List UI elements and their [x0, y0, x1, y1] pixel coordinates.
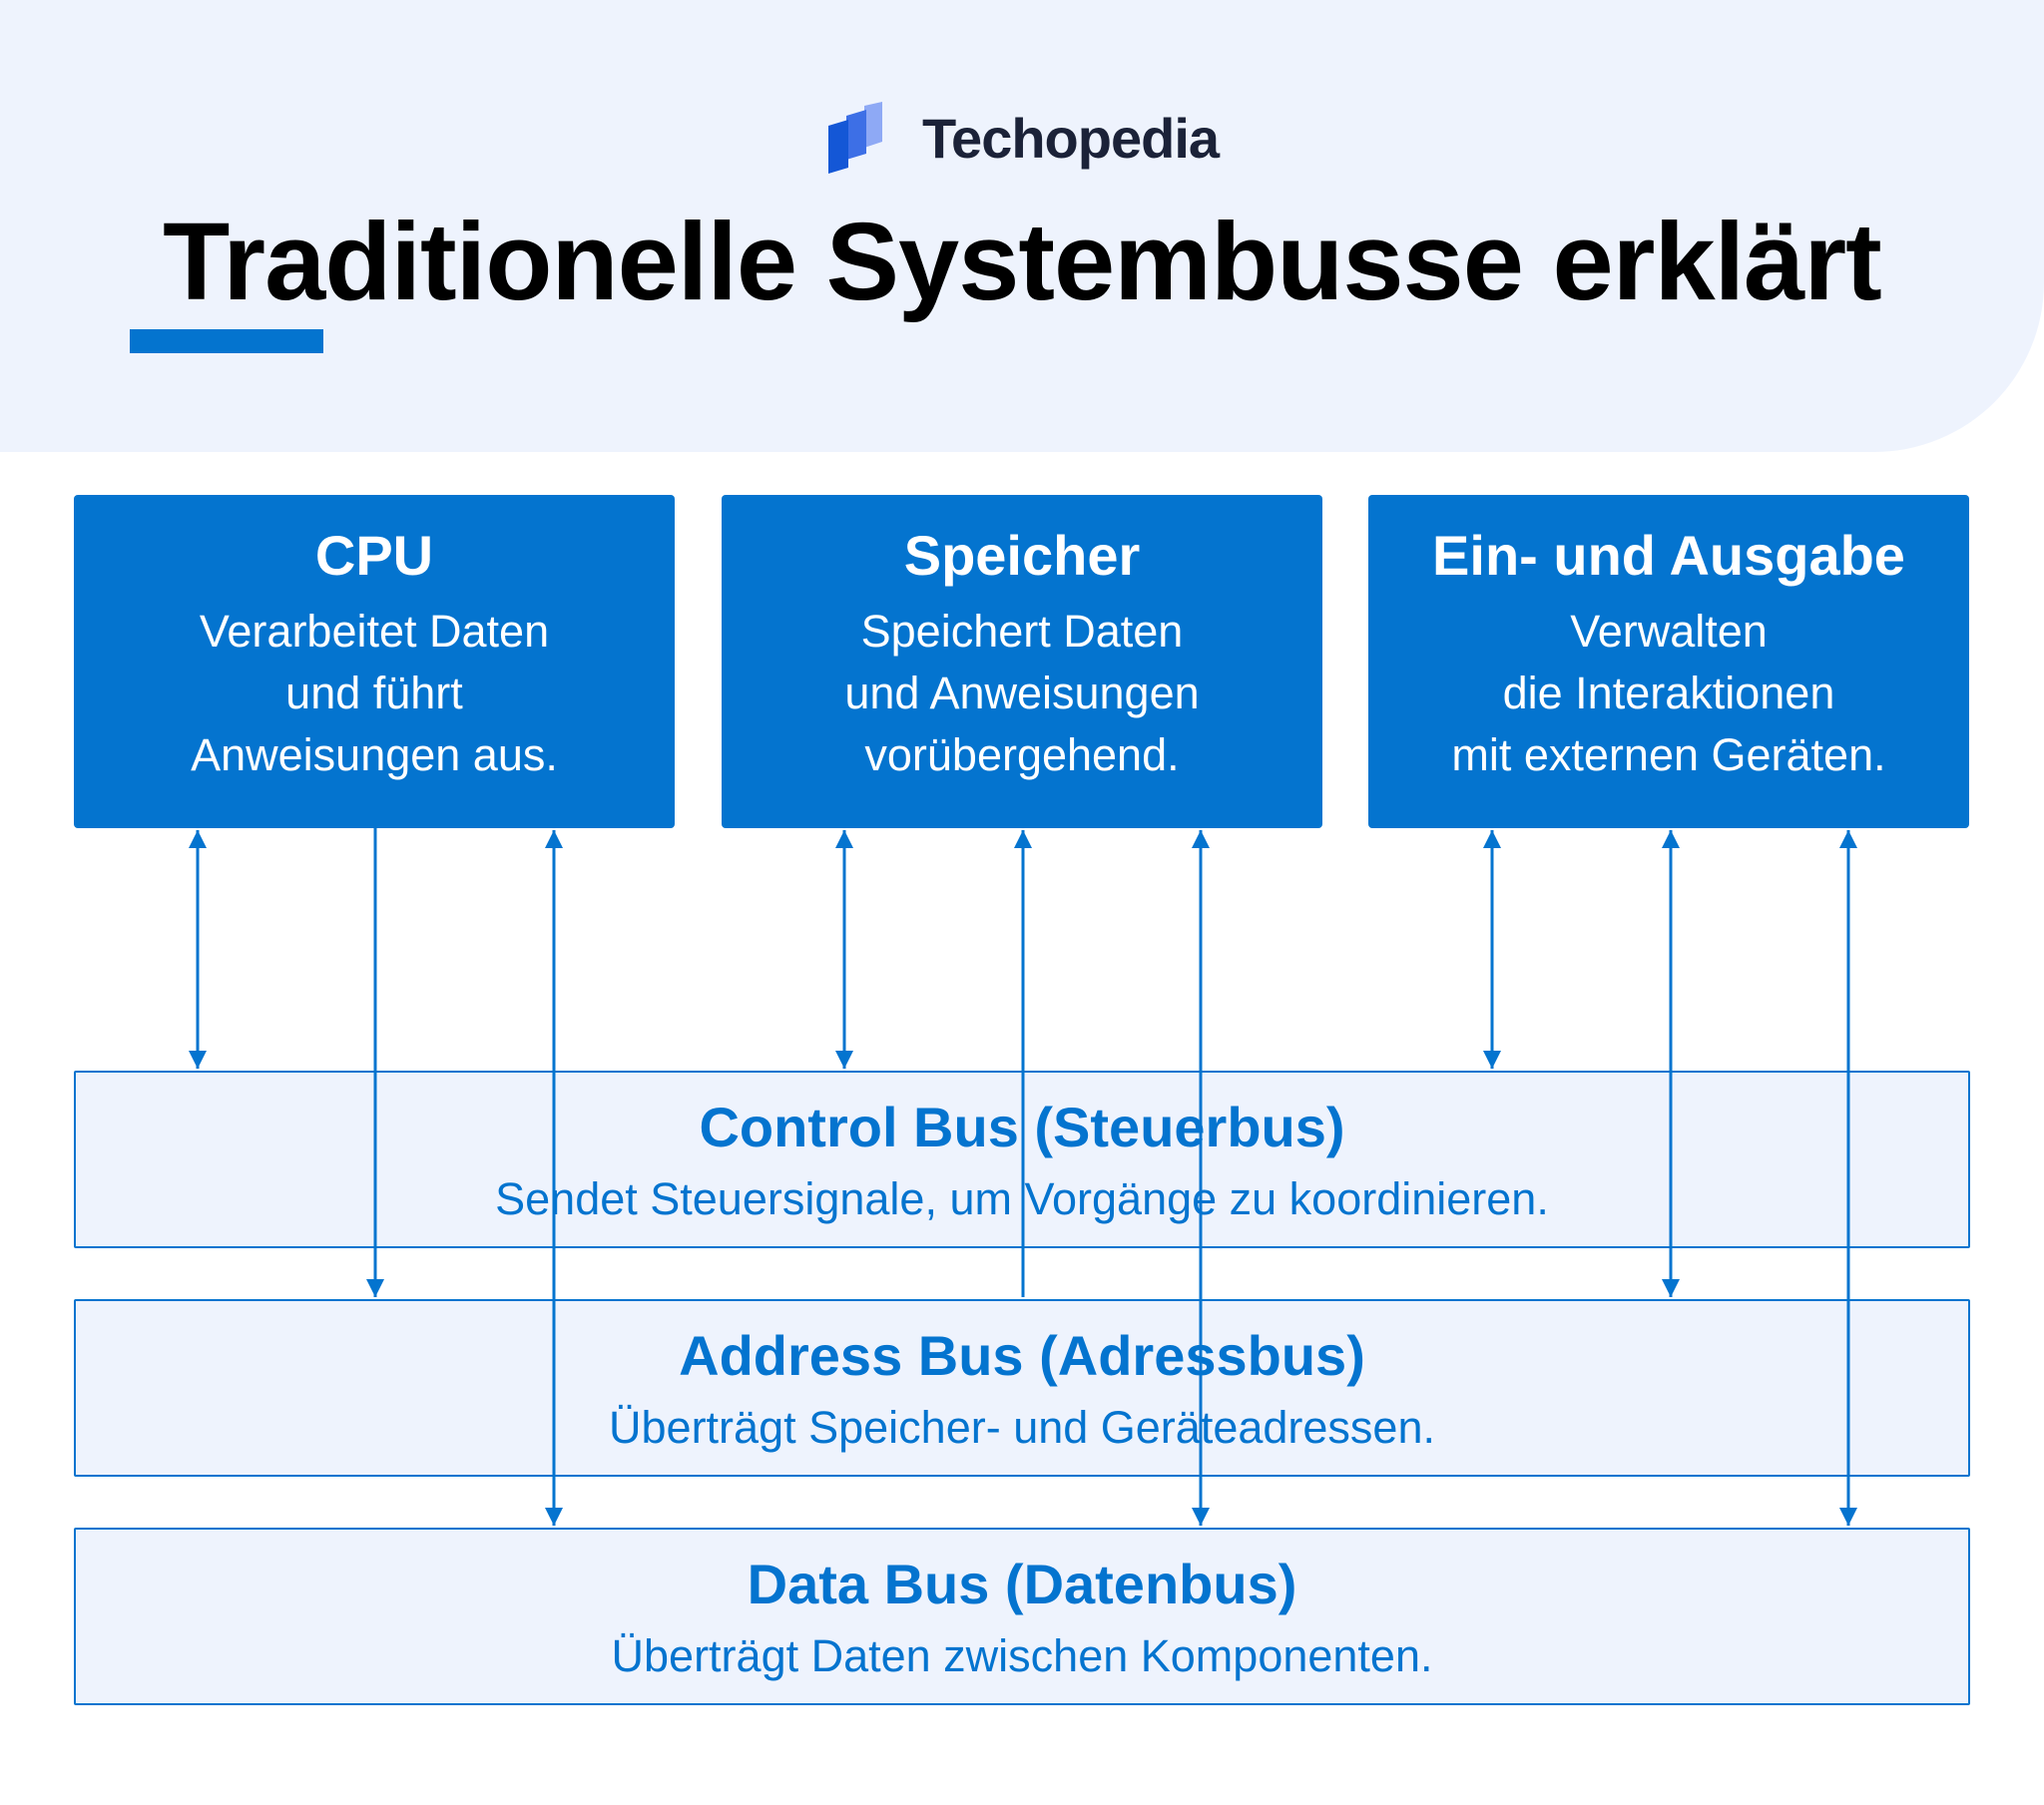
- component-io: Ein- und Ausgabe Verwalten die Interakti…: [1368, 495, 1969, 828]
- brand-logo: Techopedia: [824, 98, 1220, 178]
- brand-name: Techopedia: [922, 106, 1220, 170]
- description-line: Verwalten: [1570, 606, 1768, 657]
- description-line: vorübergehend.: [864, 729, 1180, 780]
- bus-title: Data Bus (Datenbus): [747, 1553, 1297, 1615]
- component-description: Verwalten die Interaktionen mit externen…: [1368, 601, 1969, 786]
- description-line: mit externen Geräten.: [1451, 729, 1886, 780]
- description-line: Anweisungen aus.: [191, 729, 558, 780]
- component-title: Speicher: [903, 524, 1141, 587]
- header-background: [0, 0, 2044, 452]
- techopedia-logo-icon: [828, 102, 882, 174]
- bus-title: Address Bus (Adressbus): [679, 1324, 1365, 1387]
- component-title: Ein- und Ausgabe: [1432, 524, 1905, 587]
- description-line: Speichert Daten: [860, 606, 1184, 657]
- component-cpu: CPU Verarbeitet Daten und führt Anweisun…: [74, 495, 675, 828]
- component-title: CPU: [314, 524, 434, 587]
- bus-description: Überträgt Speicher- und Geräteadressen.: [609, 1402, 1435, 1453]
- component-description: Speichert Daten und Anweisungen vorüberg…: [722, 601, 1322, 786]
- description-line: die Interaktionen: [1502, 668, 1835, 718]
- description-line: und führt: [285, 668, 463, 718]
- component-description: Verarbeitet Daten und führt Anweisungen …: [74, 601, 675, 786]
- page-title: Traditionelle Systembusse erklärt: [163, 201, 1882, 323]
- description-line: und Anweisungen: [844, 668, 1200, 718]
- bus-address: Address Bus (Adressbus) Überträgt Speich…: [74, 1299, 1970, 1477]
- title-underline: [130, 329, 323, 353]
- description-line: Verarbeitet Daten: [199, 606, 550, 657]
- bus-description: Überträgt Daten zwischen Komponenten.: [611, 1630, 1433, 1681]
- bus-data: Data Bus (Datenbus) Überträgt Daten zwis…: [74, 1528, 1970, 1705]
- component-memory: Speicher Speichert Daten und Anweisungen…: [722, 495, 1322, 828]
